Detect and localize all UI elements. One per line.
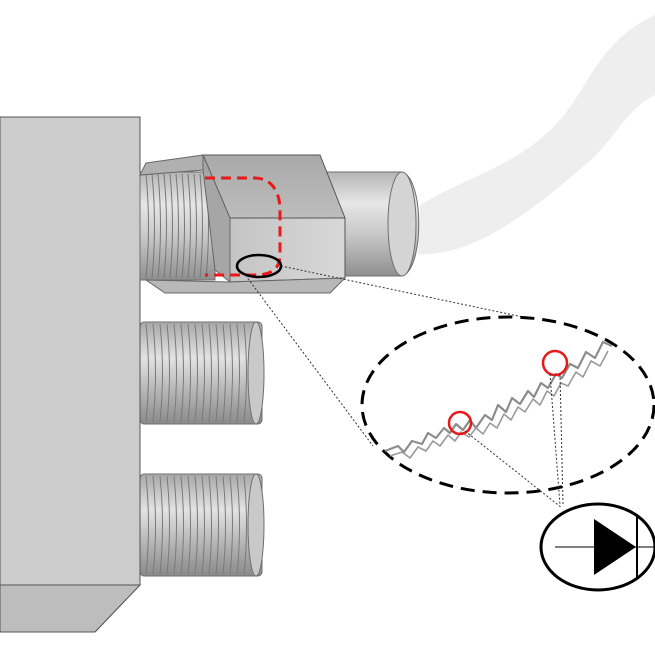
thread-ridge [187, 475, 191, 575]
cable-barrel [324, 171, 420, 277]
thread-ridge [173, 475, 177, 575]
thread-ridge [163, 173, 167, 279]
thread-ridge [222, 323, 226, 423]
lower-connector-2 [139, 473, 265, 577]
thread-ridge [243, 323, 247, 423]
thread-ridge [151, 173, 155, 279]
hotspot-marker-1 [447, 410, 473, 436]
thread-ridge [201, 475, 205, 575]
thread-ridge [187, 323, 191, 423]
contact-interface-crack [384, 340, 613, 454]
thread-ridge [208, 323, 212, 423]
thread-ridge [159, 323, 163, 423]
thread-ridge [152, 475, 156, 575]
chassis-block [0, 116, 142, 633]
thread-ridge [152, 323, 156, 423]
thread-ridge [236, 323, 240, 423]
contact-interface-crack-lower [389, 350, 609, 459]
thread-ridge [236, 475, 240, 575]
thread-ridge [166, 323, 170, 423]
diode-leader-lines [464, 373, 564, 509]
thread-ridge [181, 173, 185, 279]
thread-ridge [243, 475, 247, 575]
thread-ridge [159, 475, 163, 575]
current-path-line [205, 176, 282, 277]
thread-ridge [145, 323, 149, 423]
magnify-leader-lines [242, 265, 576, 447]
thread-ridge [169, 173, 173, 279]
thread-ridge [173, 323, 177, 423]
thread-ridge [193, 173, 197, 279]
hotspot-marker-2 [541, 349, 569, 377]
thread-ridge [194, 323, 198, 423]
thread-ridge [194, 475, 198, 575]
thread-ridge [187, 173, 191, 279]
thread-ridge [201, 323, 205, 423]
thread-ridge [215, 475, 219, 575]
thread-ridge [229, 323, 233, 423]
thread-ridge [199, 173, 203, 279]
thread-ridge [180, 323, 184, 423]
thread-ridge [215, 323, 219, 423]
thread-ridge [208, 475, 212, 575]
lower-connector-1 [139, 321, 265, 425]
thread-ridge [145, 475, 149, 575]
smoke-plume [418, 15, 655, 255]
thread-ridge [166, 475, 170, 575]
thread-ridge [229, 475, 233, 575]
thread-ridge [145, 173, 149, 279]
thread-ridge [180, 475, 184, 575]
diode-symbol-icon [539, 502, 655, 592]
thread-ridge [157, 173, 161, 279]
upper-connector-thread [139, 171, 216, 281]
thread-ridge [175, 173, 179, 279]
thread-ridge [222, 475, 226, 575]
